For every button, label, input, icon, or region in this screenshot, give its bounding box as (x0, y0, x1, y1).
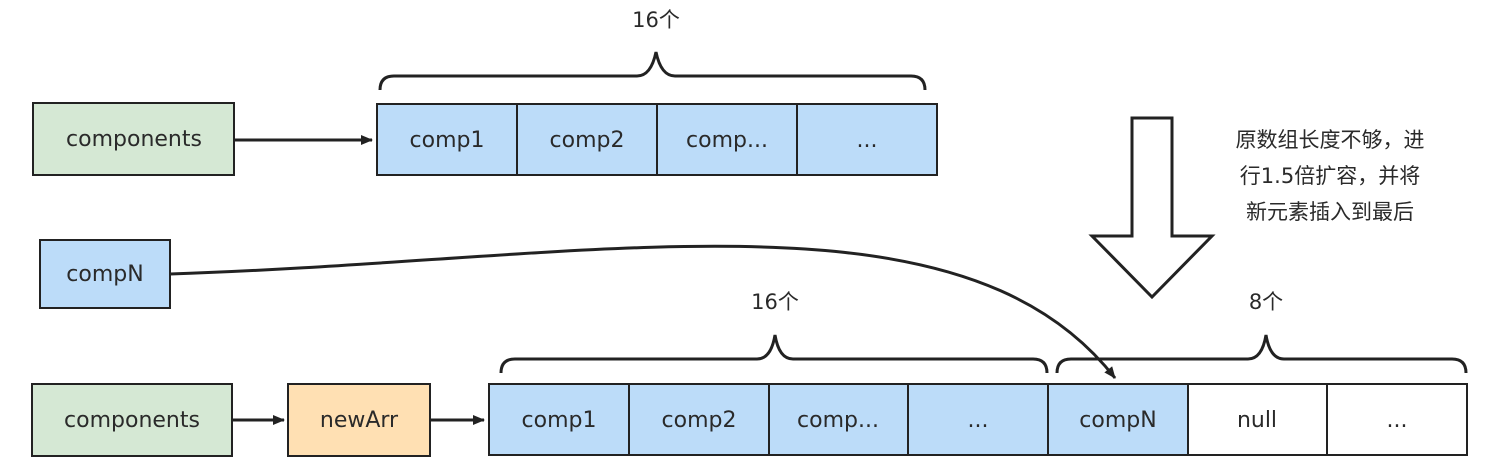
bottom-new-count-brace (1055, 334, 1468, 374)
top-cell-1 (376, 103, 518, 176)
top-cell-4 (796, 103, 938, 176)
expand-note-line-1: 原数组长度不够，进 (1236, 128, 1425, 152)
bottom-cell-6 (1187, 383, 1328, 456)
bottom-cell-3-label: comp... (797, 408, 879, 433)
top-components-box: components (32, 102, 235, 176)
newArr-box: newArr (287, 383, 431, 457)
compN-box: compN (39, 239, 171, 309)
top-array: comp1 comp2 comp... ... (376, 103, 938, 176)
top-cell-4-label: ... (857, 128, 878, 153)
bottom-cell-5-label: compN (1079, 408, 1156, 433)
bottom-cell-5 (1047, 383, 1189, 456)
bottom-cell-1-label: comp1 (522, 408, 597, 433)
bottom-components-label: components (64, 408, 200, 433)
top-count-brace (378, 51, 927, 91)
expand-note-line-3: 新元素插入到最后 (1246, 200, 1414, 224)
top-cell-2 (516, 103, 658, 176)
bottom-cell-7 (1326, 383, 1468, 456)
top-components-label: components (66, 127, 202, 152)
bottom-cell-3 (768, 383, 909, 456)
bottom-components-box: components (31, 383, 233, 457)
bottom-cell-4-label: ... (968, 408, 989, 433)
compN-box-label: compN (66, 262, 143, 287)
bottom-cell-2 (628, 383, 770, 456)
bottom-cell-6-label: null (1237, 408, 1277, 433)
expand-down-arrow (1088, 116, 1216, 300)
bottom-array: comp1 comp2 comp... ... compN null ... (488, 383, 1468, 456)
bottom-new-count-label: 8个 (1249, 290, 1283, 314)
bottom-old-count-brace (499, 334, 1049, 374)
newArr-label: newArr (320, 408, 399, 433)
top-count-label: 16个 (632, 8, 680, 32)
expand-note-line-2: 行1.5倍扩容，并将 (1240, 164, 1420, 188)
bottom-cell-7-label: ... (1387, 408, 1408, 433)
bottom-cell-2-label: comp2 (662, 408, 737, 433)
top-cell-2-label: comp2 (550, 128, 625, 153)
insert-compN-curve (169, 244, 1117, 379)
bottom-cell-1 (488, 383, 630, 456)
top-cell-1-label: comp1 (410, 128, 485, 153)
top-cell-3-label: comp... (686, 128, 768, 153)
bottom-cell-4 (907, 383, 1049, 456)
bottom-old-count-label: 16个 (751, 290, 799, 314)
expand-note: 原数组长度不够，进 行1.5倍扩容，并将 新元素插入到最后 (1236, 128, 1425, 224)
